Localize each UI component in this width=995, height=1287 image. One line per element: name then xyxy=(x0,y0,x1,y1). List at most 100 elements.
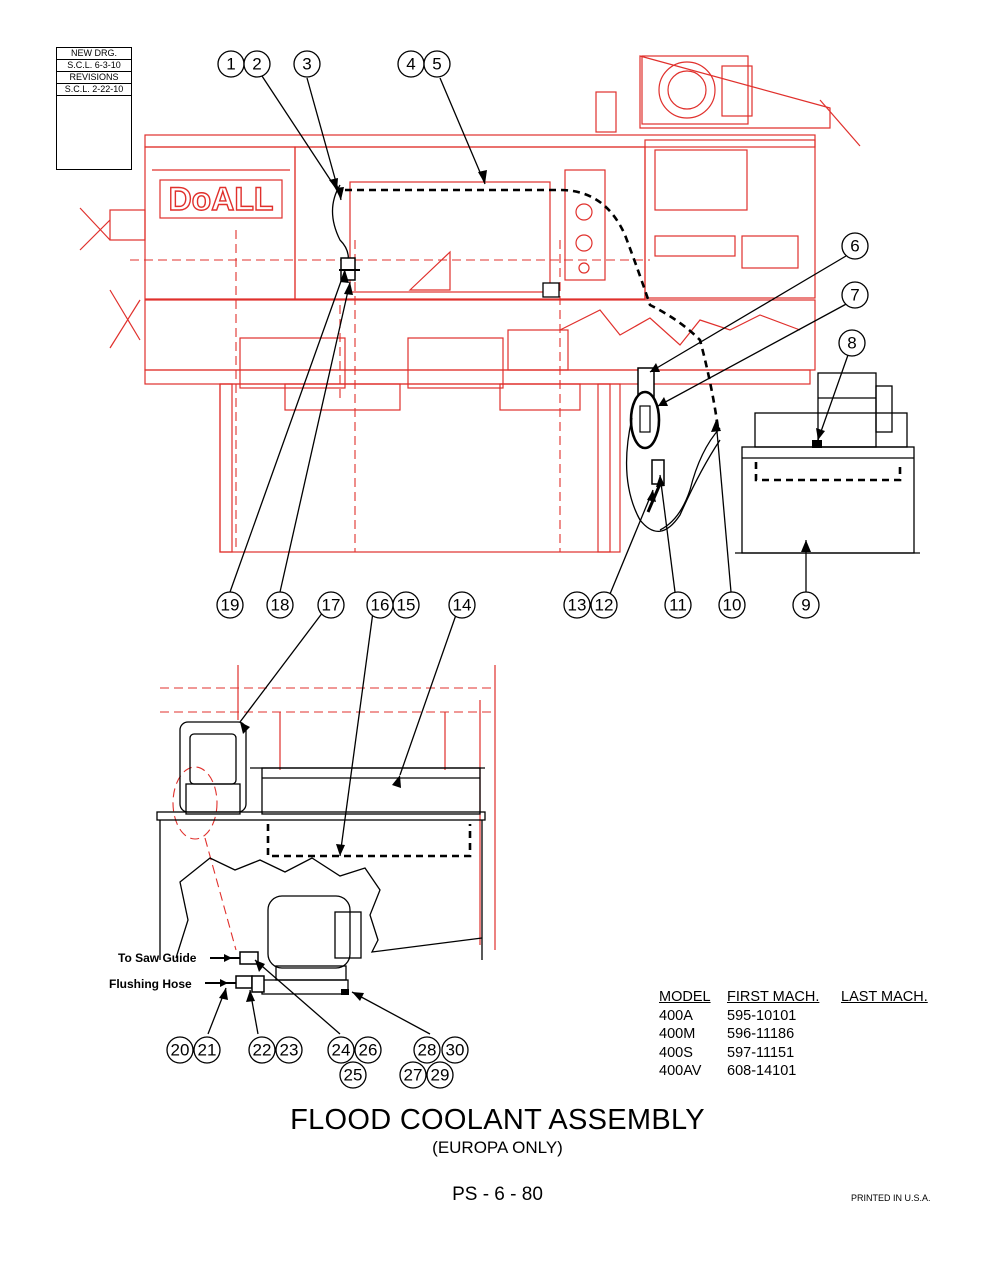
printed-in-label: PRINTED IN U.S.A. xyxy=(851,1193,931,1203)
saw-machine-outline xyxy=(79,55,861,553)
svg-text:9: 9 xyxy=(801,596,810,615)
svg-text:7: 7 xyxy=(850,286,859,305)
callout-6: 6 xyxy=(841,232,869,260)
callout-16: 16 xyxy=(366,591,394,619)
callout-11: 11 xyxy=(664,591,692,619)
svg-text:20: 20 xyxy=(171,1041,190,1060)
leader-lines xyxy=(207,75,851,1035)
callout-10: 10 xyxy=(718,591,746,619)
coolant-hose-upper xyxy=(331,184,720,429)
callout-1: 1 xyxy=(217,50,245,78)
svg-text:23: 23 xyxy=(280,1041,299,1060)
callout-17: 17 xyxy=(317,591,345,619)
svg-text:8: 8 xyxy=(847,334,856,353)
revision-date: S.C.L. 2-22-10 xyxy=(57,84,131,96)
callout-13: 13 xyxy=(563,591,591,619)
model-cell: 400M xyxy=(659,1026,696,1042)
model-row: 400M 596-11186 xyxy=(659,1025,941,1044)
svg-text:14: 14 xyxy=(453,596,472,615)
svg-text:17: 17 xyxy=(322,596,341,615)
model-cell: 400S xyxy=(659,1044,693,1061)
callout-5: 5 xyxy=(423,50,451,78)
header-last-mach: LAST MACH. xyxy=(841,989,928,1005)
svg-text:4: 4 xyxy=(406,55,415,74)
svg-text:11: 11 xyxy=(669,596,687,615)
model-row: 400A 595-10101 xyxy=(659,1007,941,1026)
callout-9: 9 xyxy=(792,591,820,619)
last-mach-cell xyxy=(841,1044,941,1063)
callout-24: 24 xyxy=(327,1036,355,1064)
callout-8: 8 xyxy=(838,329,866,357)
svg-text:16: 16 xyxy=(371,596,390,615)
svg-text:25: 25 xyxy=(344,1066,363,1085)
coolant-tank-upper xyxy=(735,372,920,554)
callout-23: 23 xyxy=(275,1036,303,1064)
last-mach-cell xyxy=(841,1007,941,1026)
svg-text:2: 2 xyxy=(252,55,261,74)
leader-arrowheads xyxy=(219,170,825,1002)
page-number: PS - 6 - 80 xyxy=(452,1184,543,1205)
callout-19: 19 xyxy=(216,591,244,619)
svg-text:18: 18 xyxy=(271,596,290,615)
revisions-label: REVISIONS xyxy=(57,72,131,84)
svg-text:28: 28 xyxy=(418,1041,437,1060)
svg-text:26: 26 xyxy=(359,1041,378,1060)
saw-guide-label: To Saw Guide xyxy=(118,951,197,965)
callout-21: 21 xyxy=(193,1036,221,1064)
page-subtitle: (EUROPA ONLY) xyxy=(432,1138,563,1157)
first-mach-cell: 596-11186 xyxy=(727,1026,795,1042)
callout-27: 27 xyxy=(399,1061,427,1089)
svg-text:1: 1 xyxy=(226,55,235,74)
model-cell: 400AV xyxy=(659,1063,702,1079)
callout-2: 2 xyxy=(243,50,271,78)
svg-text:6: 6 xyxy=(850,237,859,256)
model-row: 400AV 608-14101 xyxy=(659,1062,941,1081)
callout-18: 18 xyxy=(266,591,294,619)
svg-text:10: 10 xyxy=(723,596,742,615)
valve-assembly xyxy=(625,367,721,532)
svg-text:15: 15 xyxy=(397,596,416,615)
svg-text:27: 27 xyxy=(404,1066,423,1085)
callout-29: 29 xyxy=(426,1061,454,1089)
svg-text:19: 19 xyxy=(221,596,240,615)
coolant-tank-lower xyxy=(156,721,486,995)
model-table: MODEL FIRST MACH. LAST MACH. 400A 595-10… xyxy=(659,988,941,1081)
model-row: 400S 597-11151 xyxy=(659,1044,941,1063)
callout-30: 30 xyxy=(441,1036,469,1064)
brand-logo: DoALL xyxy=(169,181,274,217)
callout-22: 22 xyxy=(248,1036,276,1064)
svg-text:22: 22 xyxy=(253,1041,272,1060)
last-mach-cell xyxy=(841,1025,941,1044)
revision-block: NEW DRG. S.C.L. 6-3-10 REVISIONS S.C.L. … xyxy=(56,47,132,170)
lower-view-outline xyxy=(160,665,496,951)
last-mach-cell xyxy=(841,1062,941,1081)
first-mach-cell: 595-10101 xyxy=(727,1007,797,1024)
callout-3: 3 xyxy=(293,50,321,78)
callout-20: 20 xyxy=(166,1036,194,1064)
svg-text:30: 30 xyxy=(446,1041,465,1060)
header-first-mach: FIRST MACH. xyxy=(727,989,820,1005)
callout-15: 15 xyxy=(392,591,420,619)
callout-7: 7 xyxy=(841,281,869,309)
svg-text:24: 24 xyxy=(332,1041,351,1060)
svg-text:21: 21 xyxy=(198,1041,217,1060)
svg-text:29: 29 xyxy=(431,1066,450,1085)
svg-text:5: 5 xyxy=(432,55,441,74)
new-drawing-date: S.C.L. 6-3-10 xyxy=(57,60,131,72)
first-mach-cell: 608-14101 xyxy=(727,1063,797,1079)
callout-25: 25 xyxy=(339,1061,367,1089)
callout-14: 14 xyxy=(448,591,476,619)
first-mach-cell: 597-11151 xyxy=(727,1044,795,1061)
page-title: FLOOD COOLANT ASSEMBLY xyxy=(290,1104,705,1136)
callout-4: 4 xyxy=(397,50,425,78)
flushing-hose-label: Flushing Hose xyxy=(109,977,192,991)
model-cell: 400A xyxy=(659,1007,693,1024)
header-model: MODEL xyxy=(659,989,711,1005)
callout-12: 12 xyxy=(590,591,618,619)
callout-26: 26 xyxy=(354,1036,382,1064)
svg-text:12: 12 xyxy=(595,596,614,615)
model-table-header: MODEL FIRST MACH. LAST MACH. xyxy=(659,988,941,1007)
new-drawing-label: NEW DRG. xyxy=(57,48,131,60)
svg-text:3: 3 xyxy=(302,55,311,74)
